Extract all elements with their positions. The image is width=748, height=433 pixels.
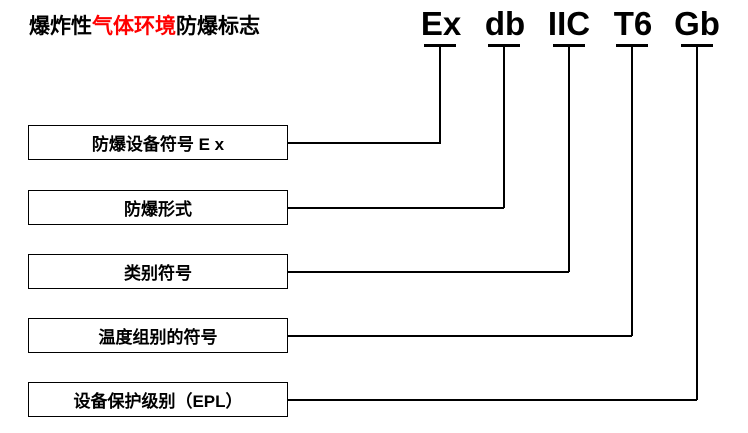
code-underline-db: [488, 44, 520, 47]
code-underline-t6: [616, 44, 648, 47]
code-token-db: db: [476, 4, 534, 50]
legend-box-t6: 温度组别的符号: [28, 318, 288, 353]
code-token-ex-text: Ex: [420, 5, 462, 42]
connector-horizontal-t6: [288, 335, 632, 337]
connector-vertical-ex: [439, 47, 441, 144]
code-token-gb: Gb: [668, 4, 726, 50]
legend-box-t6-label: 温度组别的符号: [98, 328, 218, 347]
connector-horizontal-ex: [288, 142, 440, 144]
code-token-gb-text: Gb: [674, 5, 720, 42]
legend-box-db: 防爆形式: [28, 190, 288, 225]
connector-vertical-iic: [568, 47, 570, 272]
connector-vertical-gb: [696, 47, 698, 400]
code-underline-ex: [424, 44, 456, 47]
code-token-db-text: db: [484, 5, 526, 42]
code-underline-gb: [681, 44, 713, 47]
connector-vertical-t6: [631, 47, 633, 336]
code-token-iic: IIC: [540, 4, 598, 50]
code-token-t6: T6: [604, 4, 662, 50]
title-segment-suffix: 防爆标志: [176, 15, 260, 38]
connector-horizontal-iic: [288, 271, 569, 273]
legend-box-ex: 防爆设备符号 E x: [28, 125, 288, 160]
code-token-ex: Ex: [412, 4, 470, 50]
code-token-iic-text: IIC: [547, 5, 591, 42]
page-title: 爆炸性气体环境防爆标志: [29, 13, 260, 41]
legend-box-ex-label: 防爆设备符号 E x: [91, 135, 225, 154]
legend-box-db-label: 防爆形式: [124, 200, 192, 219]
connector-horizontal-db: [288, 207, 504, 209]
legend-box-iic-label: 类别符号: [124, 264, 192, 283]
legend-box-gb-label: 设备保护级别（EPL）: [73, 392, 243, 411]
connector-horizontal-gb: [288, 399, 697, 401]
legend-box-iic: 类别符号: [28, 254, 288, 289]
legend-box-gb: 设备保护级别（EPL）: [28, 382, 288, 417]
code-underline-iic: [553, 44, 585, 47]
title-segment-prefix: 爆炸性: [29, 15, 92, 38]
connector-vertical-db: [503, 47, 505, 208]
code-token-t6-text: T6: [613, 5, 653, 42]
title-segment-highlight: 气体环境: [92, 15, 176, 38]
